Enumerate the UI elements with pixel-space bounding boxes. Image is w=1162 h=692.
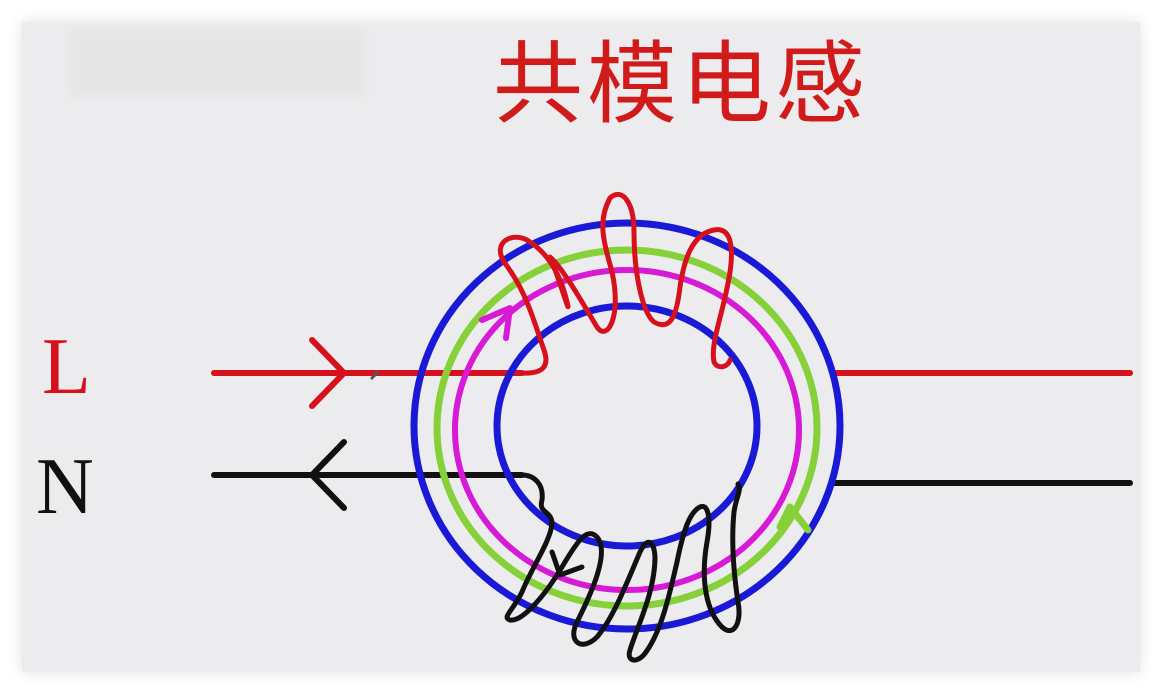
neutral-label: N bbox=[36, 443, 94, 531]
line-winding-coil bbox=[497, 191, 734, 376]
neutral-winding-coil bbox=[504, 472, 742, 663]
core-inner-ring bbox=[493, 302, 761, 550]
neutral-current-arrowhead bbox=[549, 549, 585, 578]
flux-green-arrowhead bbox=[776, 503, 812, 534]
common-mode-choke-diagram bbox=[211, 191, 1133, 663]
page-title: 共模电感 bbox=[493, 32, 869, 137]
blurred-watermark bbox=[70, 30, 364, 96]
flux-magenta-arrowhead bbox=[479, 305, 513, 341]
line-label: L bbox=[42, 323, 91, 411]
pen-cursor-icon bbox=[370, 370, 380, 380]
arrow-right-icon bbox=[309, 337, 347, 409]
flux-loop-magenta bbox=[452, 267, 802, 593]
diagram-canvas: 共模电感 L N bbox=[22, 22, 1140, 672]
core-outer-ring bbox=[410, 219, 844, 633]
flux-loop-green bbox=[433, 246, 821, 610]
arrow-left-icon bbox=[309, 439, 347, 511]
